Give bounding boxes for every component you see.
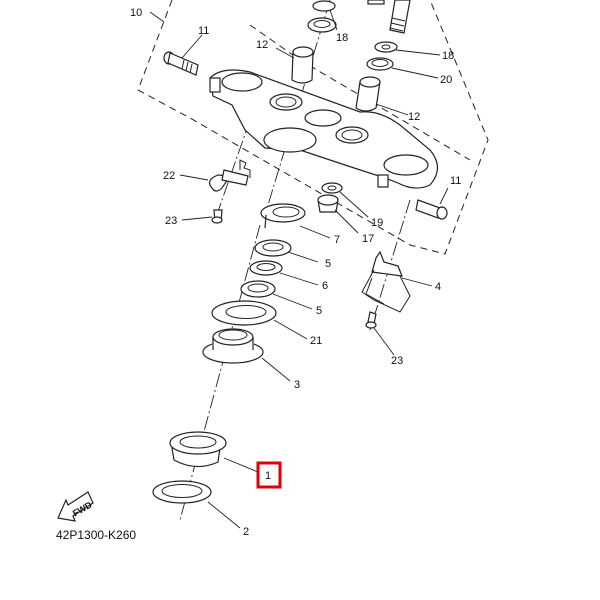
callout-4[interactable]: 21 [310,335,322,347]
callout-highlight [256,461,282,489]
callout-12[interactable]: 12 [408,111,420,123]
ring-nut-5-lower[interactable] [240,280,276,298]
clip-22[interactable] [208,159,251,192]
steering-axis [179,224,261,521]
seal-20-left[interactable] [307,17,337,33]
washer-19[interactable] [321,182,343,194]
forward-direction-icon: FWD [57,491,94,522]
callout-6[interactable]: 6 [322,280,328,292]
diagram-code: 42P1300-K260 [56,528,136,542]
callout-5[interactable]: 5 [316,305,322,317]
seal-2[interactable] [152,480,212,504]
bolt-11-left[interactable] [163,51,199,76]
callout-11[interactable]: 11 [198,25,209,37]
washer-18-left[interactable] [312,0,336,12]
left-axis [214,119,251,221]
callout-18[interactable]: 18 [336,32,348,44]
bearing-3[interactable] [202,328,264,364]
bracket-21[interactable] [361,250,411,313]
dust-seal-4[interactable] [211,300,277,326]
callout-7[interactable]: 7 [334,234,340,246]
bushing-12-right[interactable] [355,76,381,112]
washer-18-right[interactable] [374,41,398,53]
callout-19[interactable]: 19 [371,217,383,229]
screw-23-right[interactable] [365,311,377,329]
callout-1[interactable]: 1 [265,470,271,482]
callout-18[interactable]: 18 [442,50,454,62]
callout-12[interactable]: 12 [256,39,268,51]
bearing-1[interactable] [169,431,227,468]
upper-triple-clamp[interactable] [209,69,439,189]
stud [367,0,411,34]
seal-20-right[interactable] [366,57,394,71]
callout-2[interactable]: 2 [243,526,249,538]
bushing-12-left[interactable] [291,46,314,84]
callout-20[interactable]: 20 [440,74,452,86]
nut-17[interactable] [317,194,339,213]
callout-22[interactable]: 22 [163,170,175,182]
bolt-11-right[interactable] [415,199,448,220]
callout-3[interactable]: 3 [294,379,300,391]
callout-23[interactable]: 23 [165,215,177,227]
callout-21[interactable]: 4 [435,281,441,293]
washer-6[interactable] [249,260,283,276]
callout-17[interactable]: 17 [362,233,374,245]
callout-5[interactable]: 5 [325,258,331,270]
callout-11[interactable]: 11 [450,175,461,187]
ring-nut-5-upper[interactable] [254,239,292,257]
lock-washer-7[interactable] [260,203,306,229]
screw-23-left[interactable] [211,209,223,224]
assembly-boundary [137,0,489,255]
callout-10[interactable]: 10 [130,7,142,19]
callout-23[interactable]: 23 [391,355,403,367]
